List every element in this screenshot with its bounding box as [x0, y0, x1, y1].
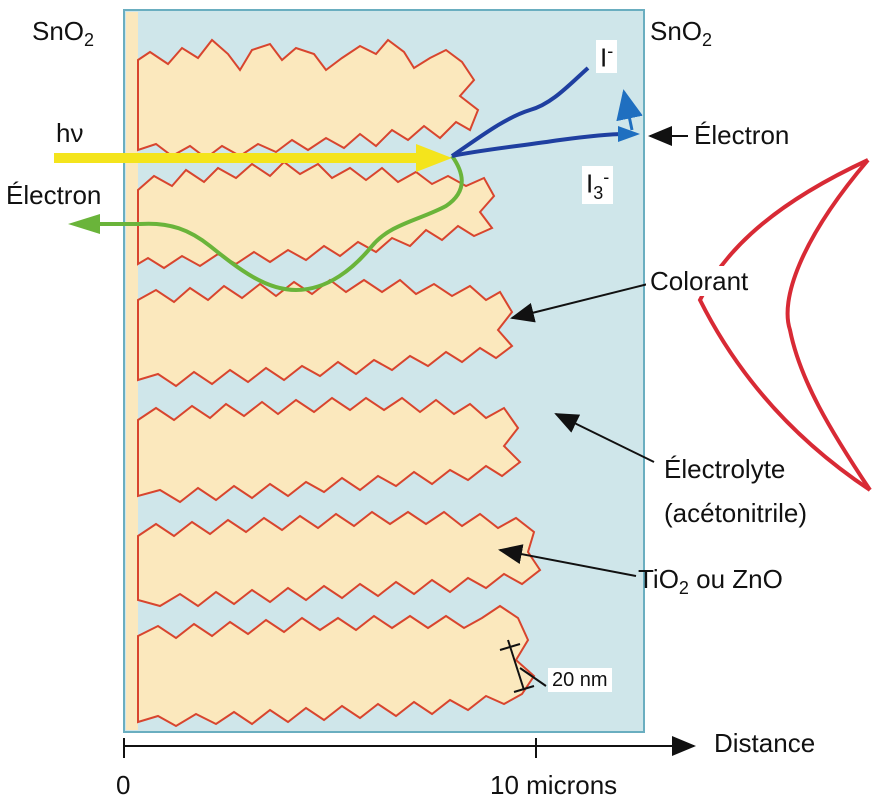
tio2-rest: ou ZnO: [688, 564, 783, 594]
electrolyte-label-line1: Électrolyte: [664, 454, 786, 484]
scale-label: 20 nm: [548, 668, 612, 692]
tio2-label: TiO2 ou ZnO: [638, 566, 783, 597]
tio2-branch-4: [137, 396, 522, 504]
iodide-label: I-: [596, 40, 618, 73]
iodide-text: I: [600, 42, 608, 73]
triiodide-text: I: [586, 168, 594, 199]
scale-tick-bottom: [513, 685, 535, 693]
sno2-left-label: SnO2: [32, 18, 94, 49]
scale-tick-top: [499, 643, 521, 651]
electrolyte-label-line2: (acétonitrile): [664, 498, 808, 528]
triiodide-arrowhead: [618, 126, 640, 142]
iodide-sup: -: [607, 41, 614, 61]
electron-left-label: Électron: [6, 180, 102, 210]
hv-label: hν: [56, 118, 84, 148]
scale-line: [507, 639, 525, 691]
arrow-left-icon: [68, 214, 100, 234]
iodide-up-arrow: [616, 89, 643, 131]
tick-label-10: 10 microns: [490, 770, 618, 800]
scale-leader: [519, 667, 547, 687]
tio2-branch-5: [137, 510, 542, 608]
tio2-branch-1: [137, 38, 480, 160]
iodide-path: [450, 66, 590, 158]
tick-label-0: 0: [116, 770, 131, 800]
tio2-branch-2: [137, 160, 496, 270]
sno2-left-sub: 2: [84, 30, 95, 51]
electron-right-label: Électron: [690, 120, 794, 150]
distance-axis-label: Distance: [714, 728, 816, 758]
tio2-text: TiO: [638, 564, 679, 594]
triiodide-sub: 3: [593, 182, 604, 203]
colorant-pointer: [510, 283, 649, 323]
sno2-right-sub: 2: [702, 30, 713, 51]
tio2-sub: 2: [678, 578, 689, 599]
energy-curve: [697, 158, 872, 492]
triiodide-path: [451, 132, 625, 158]
colorant-label: Colorant: [646, 266, 753, 296]
triiodide-sup: -: [603, 167, 610, 187]
electrolyte-pointer: [554, 413, 655, 463]
sno2-left-strip: [126, 12, 138, 730]
arrow-right-icon: [416, 144, 452, 172]
tio2-branch-6: [137, 604, 536, 728]
tio2-pointer: [498, 544, 637, 577]
triiodide-label: I3-: [582, 166, 614, 204]
tio2-branch-3: [137, 278, 514, 388]
sno2-right-text: SnO: [650, 16, 703, 46]
sno2-right-label: SnO2: [650, 18, 712, 49]
energy-curve-inner: [785, 158, 872, 492]
electron-path: [100, 154, 464, 293]
sno2-left-text: SnO: [32, 16, 85, 46]
